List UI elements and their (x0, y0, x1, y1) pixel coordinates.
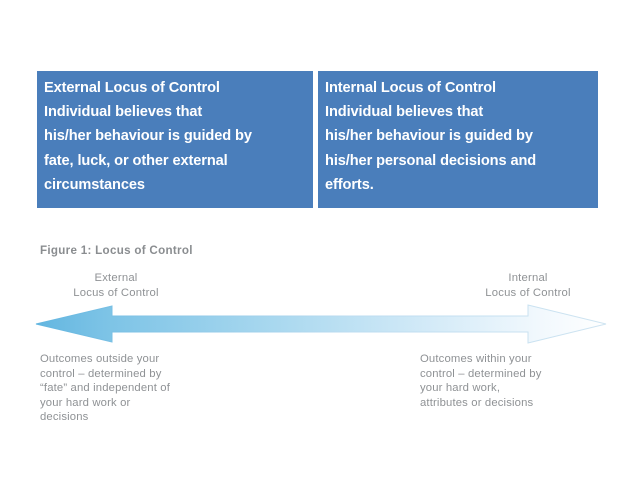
arrow-shape (35, 304, 607, 344)
pole-label-external-line1: External (94, 272, 138, 284)
pole-label-internal-line2: Locus of Control (485, 286, 571, 299)
pole-label-external-line2: Locus of Control (73, 286, 159, 299)
description-external: Outcomes outside your control – determin… (40, 353, 170, 424)
pole-label-internal: Internal Locus of Control (448, 271, 608, 300)
pole-label-internal-line1: Internal (508, 272, 548, 284)
figure-caption: Figure 1: Locus of Control (40, 244, 193, 257)
double-headed-arrow (30, 300, 610, 348)
locus-of-control-figure: Figure 1: Locus of Control External Locu… (0, 232, 638, 447)
locus-comparison-table: External Locus of Control Individual bel… (37, 71, 598, 208)
table-cell-internal: Internal Locus of Control Individual bel… (318, 71, 598, 208)
table-cell-external: External Locus of Control Individual bel… (37, 71, 313, 208)
external-cell-text: External Locus of Control Individual bel… (44, 80, 252, 193)
internal-cell-text: Internal Locus of Control Individual bel… (325, 80, 537, 193)
pole-label-external: External Locus of Control (36, 271, 196, 300)
description-internal: Outcomes within your control – determine… (420, 353, 542, 409)
